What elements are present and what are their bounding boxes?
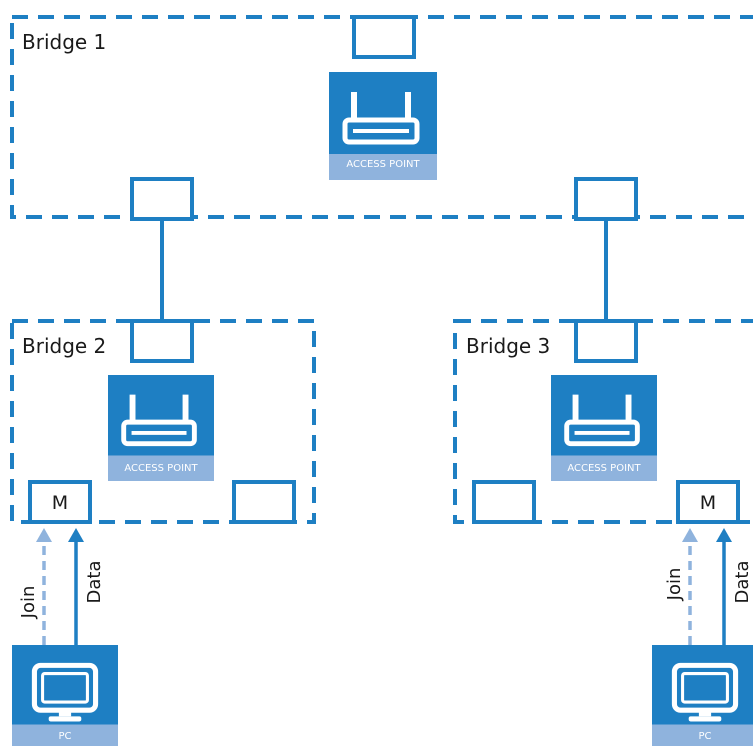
bridge-2-port-m (28, 480, 92, 524)
bridge-3-title: Bridge 3 (466, 334, 550, 358)
bridge-2-port-m-label: M (52, 492, 68, 514)
client-1-label: PC (58, 731, 71, 742)
bridge-3-device-label: ACCESS POINT (567, 463, 641, 474)
bridge-1-device-label: ACCESS POINT (346, 159, 420, 170)
bridge-3-port-top (574, 319, 638, 363)
data-arrowhead (68, 528, 84, 542)
bridge-3-port-m (676, 480, 740, 524)
client-2: Join Data PC (652, 528, 753, 746)
bridge-1: Bridge 1 ACCESS POINT (10, 15, 753, 221)
bridge-3: Bridge 3 M ACCESS POINT (453, 319, 753, 524)
bridge-2-title: Bridge 2 (22, 334, 106, 358)
data-label: Data (732, 561, 753, 604)
data-label: Data (84, 561, 105, 604)
data-arrowhead (716, 528, 732, 542)
join-arrowhead (682, 528, 698, 542)
bridge-3-port-left (472, 480, 536, 524)
join-label: Join (18, 586, 39, 620)
client-2-label: PC (698, 731, 711, 742)
join-label: Join (664, 568, 685, 602)
bridge-2-boundary (10, 319, 316, 524)
bridge-1-title: Bridge 1 (22, 30, 106, 54)
bridge-2-port-right (232, 480, 296, 524)
bridge-1-port-right (574, 177, 638, 221)
bridge-2-device-label: ACCESS POINT (124, 463, 198, 474)
bridge-2: Bridge 2 M ACCESS POINT (10, 319, 316, 524)
bridge-2-port-top (130, 319, 194, 363)
bridge-1-port-top (352, 15, 416, 59)
bridge-1-port-left (130, 177, 194, 221)
bridge-3-port-m-label: M (700, 492, 716, 514)
client-1: Join Data PC (12, 528, 118, 746)
join-arrowhead (36, 528, 52, 542)
